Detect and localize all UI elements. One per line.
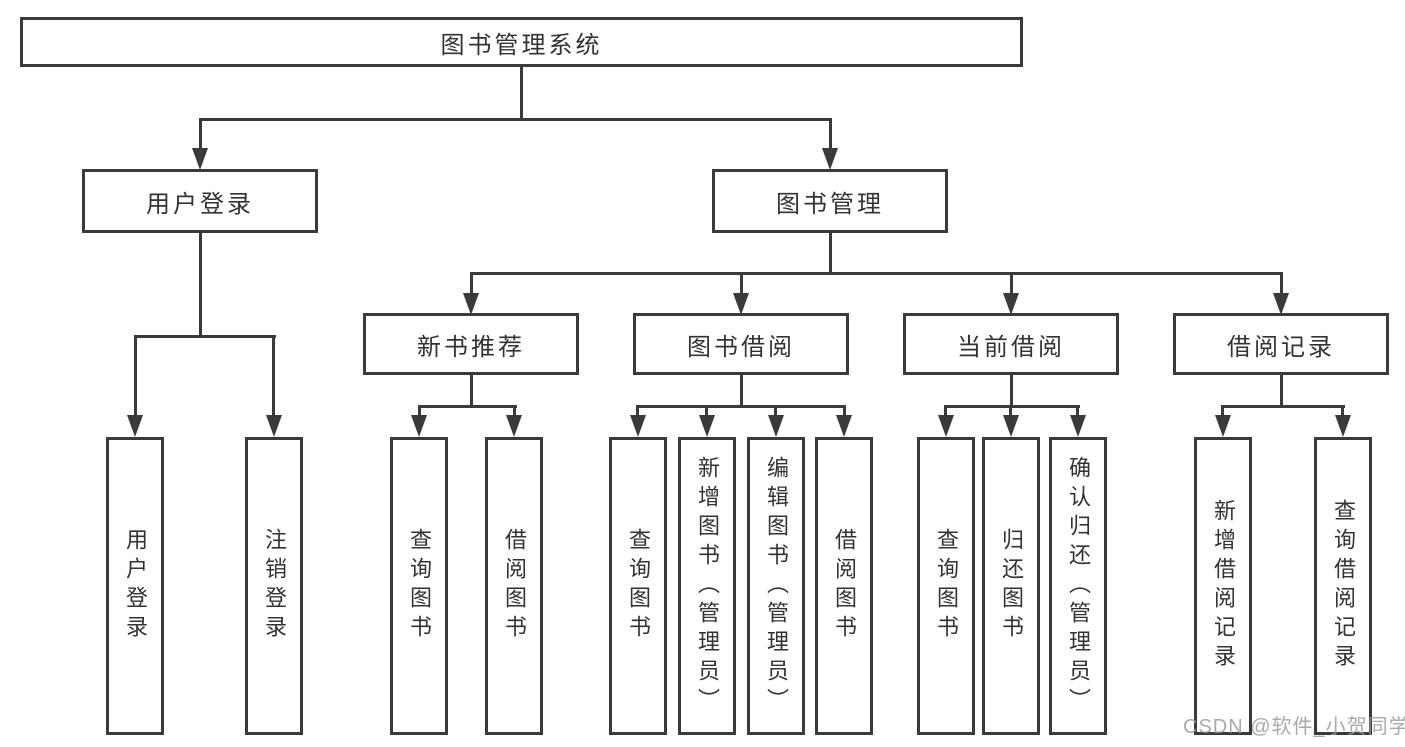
- connector-book-mgmt-span: [470, 272, 1283, 275]
- connector-stub: [513, 405, 516, 419]
- node-book-borrowing: 图书借阅: [633, 313, 849, 375]
- node-borrowing-records: 借阅记录: [1173, 313, 1389, 375]
- arrowhead-icon: [1003, 415, 1019, 437]
- arrowhead-icon: [192, 148, 208, 170]
- connector-stub-current-borrow: [1010, 272, 1013, 296]
- connector-stub: [843, 405, 846, 419]
- leaf-bb-add-books-admin: 新增图书（管理员）: [678, 437, 736, 735]
- leaf-bb-edit-books-admin: 编辑图书（管理员）: [747, 437, 805, 735]
- connector-user-login-stem: [199, 233, 202, 338]
- connector-stub: [1009, 405, 1012, 419]
- arrowhead-icon: [506, 415, 522, 437]
- arrowhead-icon: [699, 415, 715, 437]
- leaf-cb-return-books: 归还图书: [982, 437, 1040, 735]
- arrowhead-icon: [836, 415, 852, 437]
- node-root: 图书管理系统: [20, 17, 1023, 67]
- arrowhead-icon: [1070, 415, 1086, 437]
- arrowhead-icon: [1003, 293, 1019, 315]
- arrowhead-icon: [1273, 293, 1289, 315]
- connector-nb-stem: [470, 375, 473, 408]
- connector-cb-span: [944, 405, 1080, 408]
- connector-stub-borrow-records: [1280, 272, 1283, 296]
- arrowhead-icon: [266, 415, 282, 437]
- connector-stub-new-books: [470, 272, 473, 296]
- arrowhead-icon: [1215, 415, 1231, 437]
- node-user-login: 用户登录: [82, 169, 318, 233]
- connector-stub: [636, 405, 639, 419]
- connector-stub: [944, 405, 947, 419]
- arrowhead-icon: [938, 415, 954, 437]
- connector-stub: [705, 405, 708, 419]
- arrowhead-icon: [463, 293, 479, 315]
- watermark-text: CSDN @软件_小贺同学: [1183, 716, 1405, 738]
- arrowhead-icon: [630, 415, 646, 437]
- arrowhead-icon: [822, 148, 838, 170]
- connector-root-stem: [520, 66, 523, 120]
- node-current-borrowing: 当前借阅: [903, 313, 1119, 375]
- arrowhead-icon: [768, 415, 784, 437]
- arrowhead-icon: [733, 293, 749, 315]
- connector-br-span: [1221, 405, 1345, 408]
- connector-stub: [1221, 405, 1224, 419]
- connector-stub: [1076, 405, 1079, 419]
- connector-root-span: [199, 118, 832, 121]
- connector-br-stem: [1280, 375, 1283, 408]
- node-book-management: 图书管理: [712, 169, 948, 233]
- arrowhead-icon: [411, 415, 427, 437]
- connector-stub-book-management: [829, 118, 832, 150]
- leaf-bb-borrow-books: 借阅图书: [815, 437, 873, 735]
- leaf-cb-confirm-return-admin: 确认归还（管理员）: [1049, 437, 1107, 735]
- leaf-nb-borrow-books: 借阅图书: [485, 437, 543, 735]
- leaf-user-login: 用户登录: [106, 437, 164, 735]
- connector-nb-span: [418, 405, 517, 408]
- connector-stub: [418, 405, 421, 419]
- leaf-br-query-record: 查询借阅记录: [1314, 437, 1372, 735]
- leaf-bb-query-books: 查询图书: [609, 437, 667, 735]
- leaf-logout: 注销登录: [245, 437, 303, 735]
- connector-user-login-span: [134, 335, 276, 338]
- connector-stub-leaf-logout: [272, 335, 275, 417]
- connector-stub: [774, 405, 777, 419]
- arrowhead-icon: [1335, 415, 1351, 437]
- connector-stub-user-login: [199, 118, 202, 150]
- connector-cb-stem: [1010, 375, 1013, 408]
- arrowhead-icon: [127, 415, 143, 437]
- connector-stub: [1341, 405, 1344, 419]
- leaf-br-add-record: 新增借阅记录: [1194, 437, 1252, 735]
- connector-bb-span: [636, 405, 846, 408]
- leaf-nb-query-books: 查询图书: [390, 437, 448, 735]
- leaf-cb-query-books: 查询图书: [917, 437, 975, 735]
- node-new-book-recommend: 新书推荐: [363, 313, 579, 375]
- connector-stub-leaf-user-login: [134, 335, 137, 417]
- connector-book-mgmt-stem: [829, 233, 832, 274]
- connector-bb-stem: [740, 375, 743, 408]
- connector-stub-book-borrow: [740, 272, 743, 296]
